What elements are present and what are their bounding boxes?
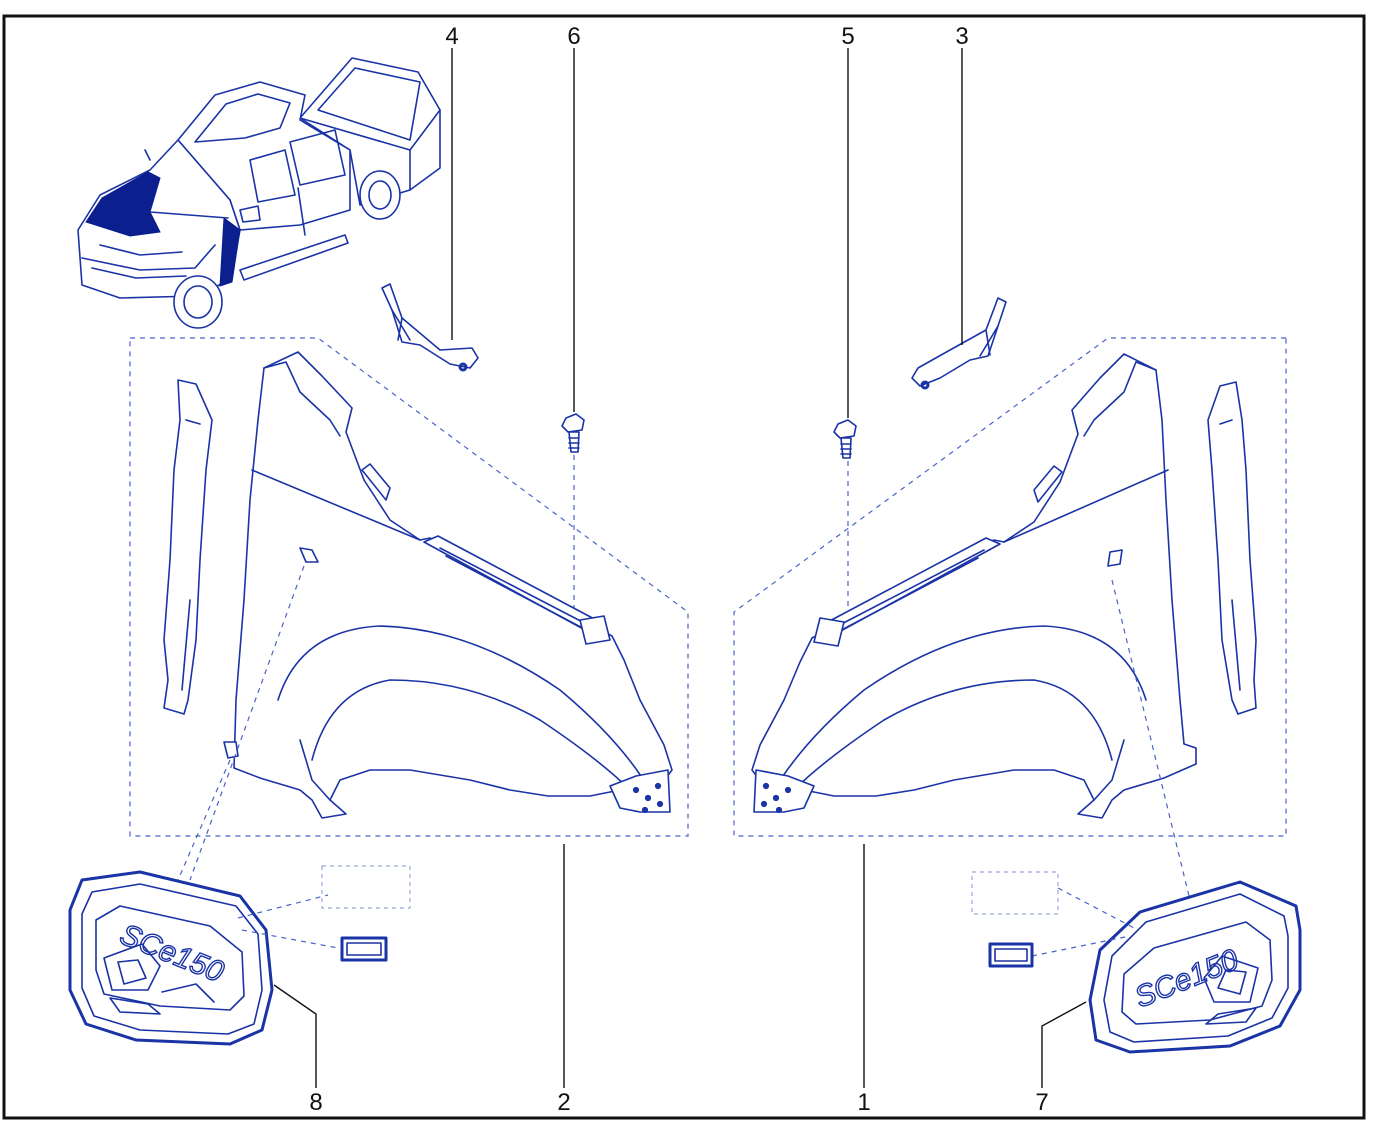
right-badge-guide-2 [1031,935,1131,957]
callout-4: 4 [445,23,458,50]
left-fender-seal [163,379,213,715]
right-assembly-boundary [733,337,1287,837]
right-model-badge: SCe150 [1088,880,1302,1054]
left-model-badge: SCe150 [68,870,274,1046]
left-badge-guide-2 [241,929,339,949]
callout-1: 1 [857,1089,870,1116]
diagram-frame [2,14,1366,1120]
vehicle-illustration [77,57,441,329]
left-front-fender [223,351,673,819]
callout-2: 2 [557,1089,570,1116]
right-front-fender [751,353,1197,819]
leader-8 [273,984,317,1088]
left-fender-bolt [561,413,585,453]
callout-7: 7 [1035,1089,1048,1116]
right-adhesive-outline [971,871,1059,915]
leader-7 [1041,1001,1087,1088]
left-adhesive-pad [340,936,388,962]
left-fender-bracket [381,283,479,372]
callout-6: 6 [567,23,580,50]
left-clip-guide-2 [177,759,231,881]
left-badge-guide-1 [237,894,329,919]
right-adhesive-pad [988,942,1034,968]
callout-5: 5 [841,23,854,50]
right-fender-seal [1207,381,1257,715]
right-fender-bolt [833,419,857,459]
left-adhesive-outline [321,865,411,909]
left-assembly-boundary [129,337,689,837]
right-fender-bracket [911,297,1007,390]
right-clip-guide [1111,579,1191,901]
callout-3: 3 [955,23,968,50]
callout-8: 8 [309,1089,322,1116]
